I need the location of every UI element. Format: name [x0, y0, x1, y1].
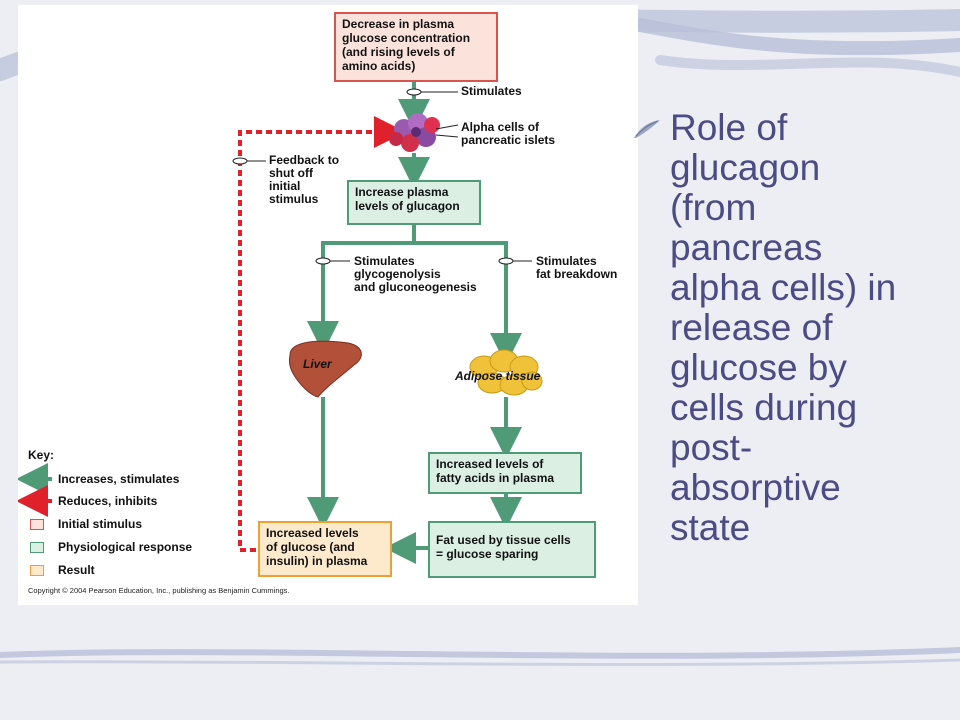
stimulates-top-label: Stimulates	[461, 84, 522, 98]
adipose-tissue-label: Adipose tissue	[455, 369, 541, 383]
key-item-increases: Increases, stimulates	[58, 472, 180, 486]
glucagon-box: Increase plasma levels of glucagon	[347, 180, 481, 225]
alpha-cells-icon	[389, 113, 459, 152]
feedback-ring	[232, 157, 248, 165]
key-swatch-initial-stimulus	[30, 519, 44, 530]
quill-bullet-icon	[634, 120, 660, 138]
initial-stimulus-box: Decrease in plasma glucose concentration…	[334, 12, 498, 82]
key-title: Key:	[28, 448, 55, 462]
stimulates-top-ring	[406, 88, 422, 96]
key-item-result: Result	[58, 563, 95, 577]
liver-icon	[289, 340, 362, 398]
fatty-acids-box: Increased levels of fatty acids in plasm…	[428, 452, 582, 494]
key-item-reduces: Reduces, inhibits	[58, 494, 158, 508]
feedback-arrow	[238, 116, 406, 552]
fat-used-box: Fat used by tissue cells = glucose spari…	[428, 521, 596, 578]
feedback-label: Feedback to shut off initial stimulus	[269, 153, 340, 206]
copyright-notice: Copyright © 2004 Pearson Education, Inc.…	[28, 586, 290, 595]
slide-caption: Role of glucagon (from pancreas alpha ce…	[670, 107, 897, 548]
stimulates-left-ring	[315, 257, 331, 265]
key-item-physiological-response: Physiological response	[58, 540, 193, 554]
key-swatch-physiological-response	[30, 542, 44, 553]
stimulates-fat-breakdown-label: Stimulates fat breakdown	[536, 254, 618, 281]
liver-label: Liver	[303, 357, 332, 371]
key-swatch-result	[30, 565, 44, 576]
glucagon-diagram-figure: Decrease in plasma glucose concentration…	[18, 5, 638, 605]
stimulates-right-ring	[498, 257, 514, 265]
adipose-tissue-icon	[469, 349, 543, 396]
key-item-initial-stimulus: Initial stimulus	[58, 517, 143, 531]
result-box: Increased levels of glucose (and insulin…	[258, 521, 392, 577]
diagram-arrows	[18, 82, 543, 564]
alpha-cells-label: Alpha cells of pancreatic islets	[461, 120, 556, 147]
stimulates-glycogenolysis-label: Stimulates glycogenolysis and gluconeoge…	[354, 254, 477, 294]
